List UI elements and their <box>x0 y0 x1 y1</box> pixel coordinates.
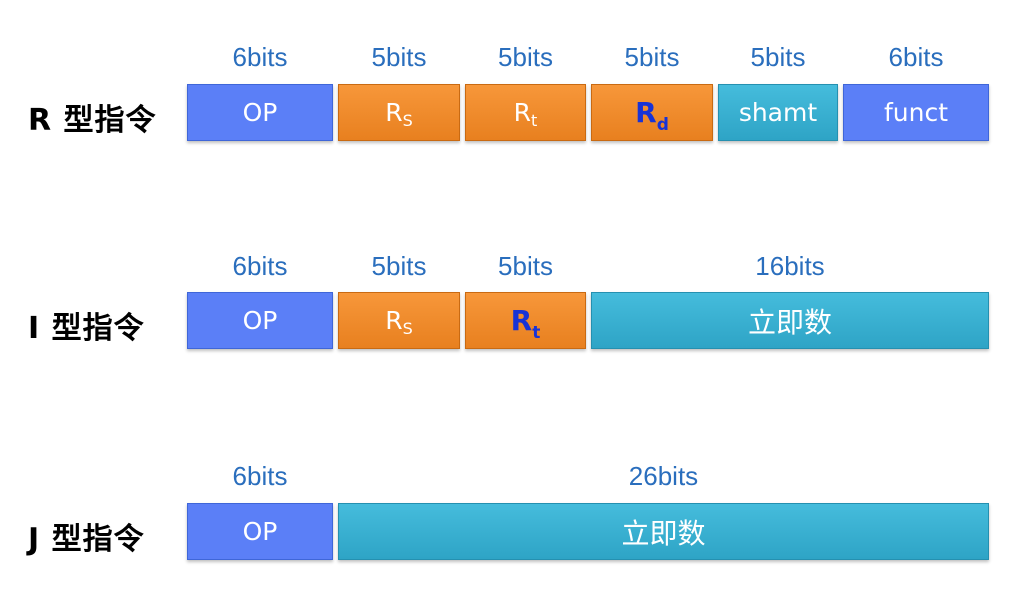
r-funct-bits: 6bits <box>888 42 944 72</box>
i-op-text: OP <box>242 306 278 335</box>
i-type-label: I 型指令 <box>28 311 145 346</box>
j-op-text: OP <box>242 517 278 546</box>
r-rt-bits: 5bits <box>498 42 553 72</box>
r-op-field: OP <box>187 84 333 141</box>
i-imm-bits: 16bits <box>755 251 825 281</box>
r-funct-field: funct <box>843 84 989 141</box>
r-rt-subscript: t <box>531 111 538 130</box>
r-type-label: R 型指令 <box>28 103 157 138</box>
i-rs-subscript: S <box>402 319 413 338</box>
r-shamt-text: shamt <box>738 98 818 127</box>
i-imm-field: 立即数 <box>591 292 989 349</box>
i-rt-highlight: Rt <box>510 304 541 343</box>
j-imm-bits: 26bits <box>628 461 699 491</box>
r-rd-bits: 5bits <box>624 42 680 72</box>
j-op-field: OP <box>187 503 333 560</box>
j-op-bits: 6bits <box>232 461 288 491</box>
j-imm-text: 立即数 <box>621 516 706 550</box>
r-shamt-field: shamt <box>718 84 838 141</box>
r-rs-text: R <box>385 98 403 127</box>
r-rd-text: R <box>635 96 657 129</box>
i-op-field: OP <box>187 292 333 349</box>
r-rd-highlight: Rd <box>635 96 669 135</box>
r-op-text: OP <box>242 98 278 127</box>
r-funct-text: funct <box>883 98 949 127</box>
r-rd-field: Rd <box>591 84 713 141</box>
i-rs-text: R <box>385 306 403 335</box>
r-rs-bits: 5bits <box>371 42 427 72</box>
i-rt-field: Rt <box>465 292 586 349</box>
j-type-label: J 型指令 <box>28 522 145 557</box>
r-rs-subscript: S <box>402 111 413 130</box>
i-rt-subscript: t <box>532 323 541 343</box>
j-imm-field: 立即数 <box>338 503 989 560</box>
r-shamt-bits: 5bits <box>750 42 806 72</box>
r-op-bits: 6bits <box>232 42 288 72</box>
i-rs-bits: 5bits <box>371 251 427 281</box>
i-op-bits: 6bits <box>232 251 288 281</box>
r-rt-text: R <box>513 98 532 127</box>
i-imm-text: 立即数 <box>747 305 832 339</box>
i-rt-bits: 5bits <box>498 251 553 281</box>
i-rt-text: R <box>510 304 533 337</box>
r-rd-subscript: d <box>656 115 669 135</box>
